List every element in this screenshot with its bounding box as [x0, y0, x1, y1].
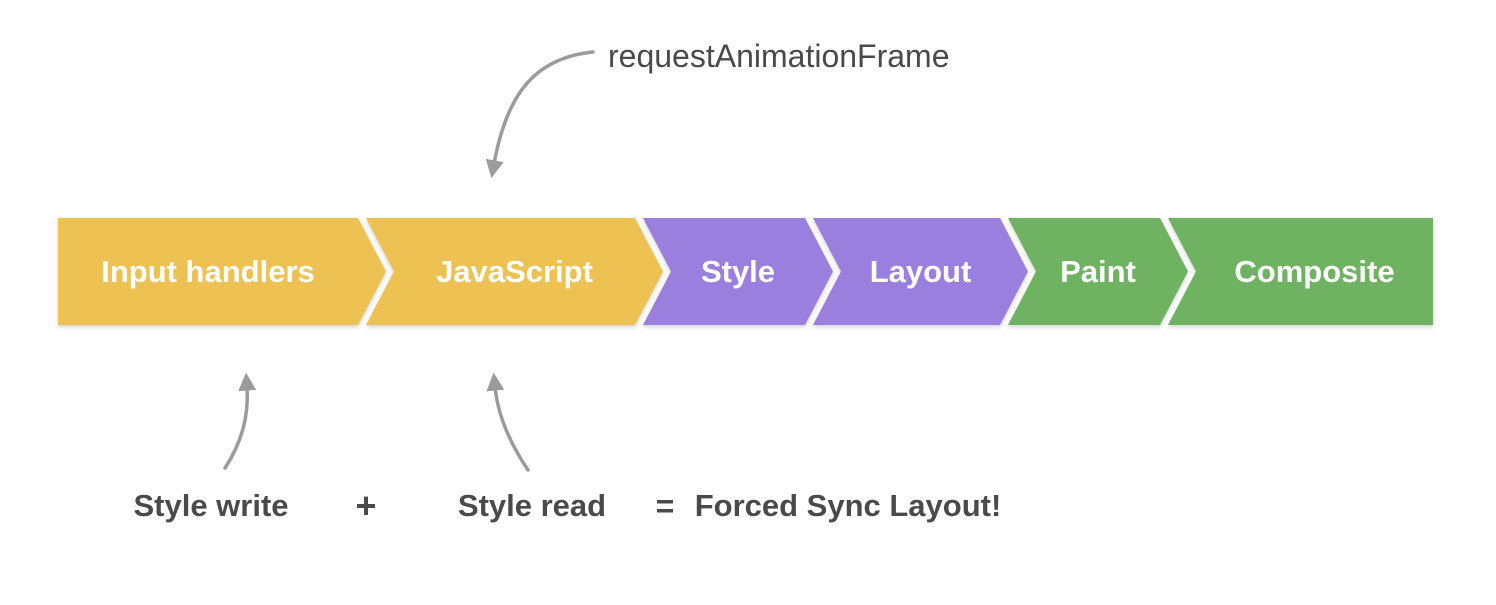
style-write-label: Style write	[133, 488, 289, 523]
segment-javascript: JavaScript	[366, 218, 663, 325]
segment-composite: Composite	[1168, 218, 1433, 325]
segment-label-javascript: JavaScript	[436, 253, 593, 289]
forced-sync-layout-label: Forced Sync Layout!	[694, 488, 1002, 523]
segment-style: Style	[643, 218, 833, 325]
segment-label-paint: Paint	[1060, 253, 1136, 289]
equals-sign: =	[655, 488, 675, 524]
pipeline-bar: Input handlers JavaScript Style Layout P…	[58, 218, 1433, 325]
segment-layout: Layout	[813, 218, 1028, 325]
style-read-label: Style read	[457, 488, 607, 523]
segment-paint: Paint	[1008, 218, 1188, 325]
segment-label-input-handlers: Input handlers	[101, 253, 315, 289]
plus-sign: +	[355, 485, 377, 526]
raf-curved-arrow-icon	[485, 50, 595, 179]
style-write-up-arrow-icon	[223, 372, 257, 470]
segment-label-composite: Composite	[1234, 253, 1395, 289]
segment-label-style: Style	[700, 253, 776, 289]
segment-input-handlers: Input handlers	[58, 218, 386, 325]
style-read-up-arrow-icon	[486, 372, 530, 472]
segment-label-layout: Layout	[869, 253, 972, 289]
raf-label: requestAnimationFrame	[608, 38, 950, 74]
